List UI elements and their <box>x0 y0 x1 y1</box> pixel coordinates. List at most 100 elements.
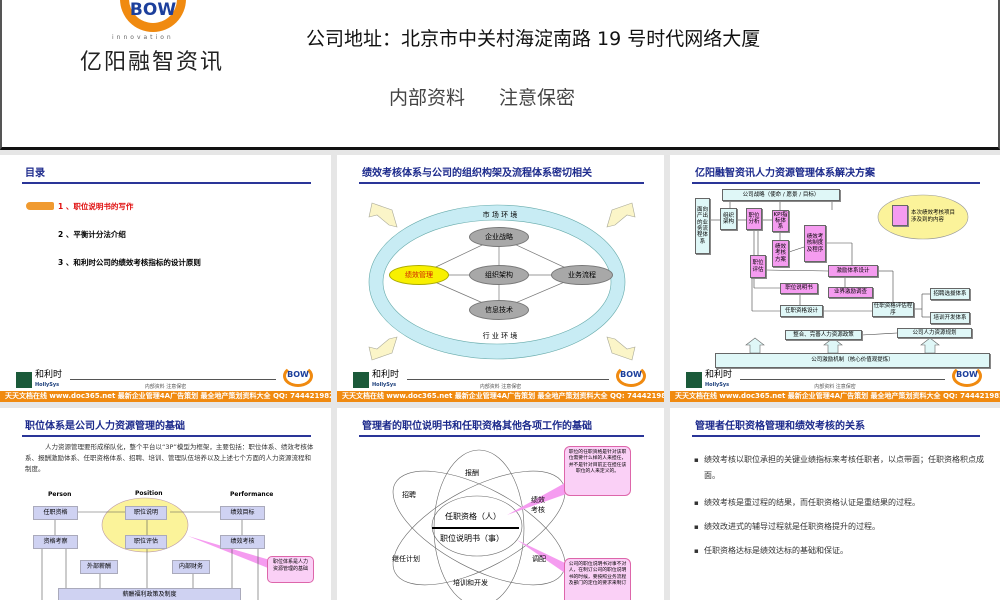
box-perf-review: 绩效考核 <box>220 535 265 549</box>
node-performance: 绩效管理 <box>389 265 449 285</box>
bullet-item: 绩效考核是重过程的结果，而任职资格认证是重结果的过程。 <box>694 495 920 511</box>
inward-arrow-icon <box>368 202 636 361</box>
column-person: Person <box>48 491 72 498</box>
box-job-eval: 职位评估 <box>125 535 167 549</box>
venn-diagram <box>392 449 569 600</box>
bullet-item: 任职资格达标是绩效达标的基础和保证。 <box>694 543 848 559</box>
slide-title: 管理者任职资格管理和绩效考核的关系 <box>695 421 865 432</box>
slide-title: 目录 <box>25 168 45 179</box>
up-arrow-icon <box>745 337 940 354</box>
title-divider <box>692 435 980 437</box>
legend-swatch <box>892 205 908 226</box>
label-recruit: 招聘 <box>402 491 416 499</box>
footer-band: 天天文档在线 www.doc365.net 最新企业管理4A广告策划 最全地产策… <box>337 391 664 402</box>
box-qual-eval: 任职资格评估程序 <box>872 302 914 317</box>
column-performance: Performance <box>230 491 274 498</box>
column-position: Position <box>135 490 163 497</box>
bow-logo-text: BOW <box>129 0 177 20</box>
address: 公司地址：北京市中关村海淀南路 19 号时代网络大厦 <box>306 28 761 50</box>
slide-title: 管理者的职位说明书和任职资格其他各项工作的基础 <box>362 421 592 432</box>
pointing-hand-icon <box>26 202 54 210</box>
footer-band: 天天文档在线 www.doc365.net 最新企业管理4A广告策划 最全地产策… <box>670 391 1000 402</box>
slide-qualification-performance[interactable]: 管理者任职资格管理和绩效考核的关系 绩效考核以职位承担的关键业绩指标来考核任职者… <box>670 408 1000 600</box>
internal-material: 内部资料 <box>389 87 466 109</box>
brand-tagline: innovation <box>112 34 174 41</box>
box-perf-plan: 绩效考核方案 <box>772 240 789 267</box>
bow-logo: BOW <box>952 365 982 387</box>
box-recruit: 招聘选拔体系 <box>930 288 970 300</box>
market-environment-label: 市 场 环 境 <box>482 211 518 219</box>
box-perf-goal: 绩效目标 <box>220 506 265 520</box>
box-jd: 职位说明书 <box>780 283 818 294</box>
slide-jd-qualification[interactable]: 管理者的职位说明书和任职资格其他各项工作的基础 报酬 招聘 绩效考核 继任计划 … <box>337 408 664 600</box>
label-transfer: 调配 <box>532 555 546 563</box>
box-external-pay: 外部薪酬 <box>80 560 118 574</box>
box-internal-finance: 内部财务 <box>172 560 210 574</box>
confidential-label: 内部资料 注意保密 <box>389 83 575 110</box>
callout-bottom: 公司的职位说明书对事不对人，在制订公司的职位说明书的时候，要按照业务流程及部门的… <box>564 558 631 600</box>
hollysys-logo-icon <box>686 372 702 388</box>
bullet-item: 绩效考核以职位承担的关键业绩指标来考核任职者，以点带面；任职资格积点成面。 <box>694 452 986 484</box>
slide-toc[interactable]: 目录 1 、职位说明书的写作 2 、平衡计分法介绍 3 、和利时公司的绩效考核指… <box>0 155 331 402</box>
title-divider <box>359 182 644 184</box>
box-training: 培训开发体系 <box>930 312 970 324</box>
box-kpi: KPI指标体系 <box>772 210 789 232</box>
toc-item[interactable]: 3 、和利时公司的绩效考核指标的设计原则 <box>58 258 201 267</box>
slide-org-structure[interactable]: 绩效考核体系与公司的组织构架及流程体系密切相关 市 场 环 境 行 业 环 境 … <box>337 155 664 402</box>
box-strategy: 公司战略（使命 / 愿景 / 目标） <box>722 189 840 201</box>
label-qualification: 任职资格（人） <box>445 512 501 521</box>
box-job-description: 职位说明 <box>125 506 167 520</box>
box-qual-design: 任职资格设计 <box>780 305 823 317</box>
title-divider <box>22 435 311 437</box>
slide-position-system[interactable]: 职位体系是公司人力资源管理的基础 人力资源管理要形成梯队化，整个平台以“3P”模… <box>0 408 331 600</box>
box-org: 组织架构 <box>720 208 737 230</box>
hollysys-logo-icon <box>353 372 369 388</box>
footer-line <box>407 379 609 380</box>
box-mechanism: 公司激励机制（核心价值观提炼） <box>715 353 990 368</box>
cover-slide: BOW innovation 亿阳融智资讯 公司地址：北京市中关村海淀南路 19… <box>0 0 1000 150</box>
box-policy: 整合、完善人力资源政策 <box>785 330 862 340</box>
footer-logo-sub: HollySys <box>705 382 730 388</box>
legend-text: 本次绩效考核项目涉及到的内容 <box>911 210 956 224</box>
box-qual-review: 资格考察 <box>33 535 78 549</box>
title-divider <box>359 435 644 437</box>
bullet-item: 绩效改进式的辅导过程就是任职资格提升的过程。 <box>694 519 880 535</box>
bow-logo: BOW <box>616 365 646 387</box>
intro-paragraph: 人力资源管理要形成梯队化，整个平台以“3P”模型为框架，主要包括：职位体系、绩效… <box>25 443 314 473</box>
node-org: 组织架构 <box>469 265 529 285</box>
box-perf-system: 绩效考核制度及程序 <box>804 225 826 262</box>
industry-environment-label: 行 业 环 境 <box>482 332 518 340</box>
label-perf: 绩效考核 <box>531 496 545 514</box>
box-hr-plan: 公司人力资源规划 <box>897 328 972 338</box>
node-process: 业务流程 <box>551 265 613 285</box>
node-strategy: 企业战略 <box>469 227 529 247</box>
box-process: 面向产出的业务流程体系 <box>695 198 710 254</box>
footer-logo-text: 和利时 <box>705 370 733 380</box>
footer-confidential: 内部资料 注意保密 <box>814 384 856 390</box>
box-compensation: 薪酬福利政策及制度 <box>58 588 241 600</box>
box-qualification: 任职资格 <box>33 506 78 520</box>
label-succession: 继任计划 <box>392 555 420 563</box>
footer-logo-text: 和利时 <box>35 370 63 380</box>
title-divider <box>22 182 311 184</box>
footer-line <box>740 379 945 380</box>
slide-hr-solution[interactable]: 亿阳融智资讯人力资源管理体系解决方案 公司战略（使命 / 愿景 / 目标） 面向… <box>670 155 1000 402</box>
slide-title: 职位体系是公司人力资源管理的基础 <box>25 421 185 432</box>
toc-item[interactable]: 2 、平衡计分法介绍 <box>58 230 126 239</box>
footer-band: 天天文档在线 www.doc365.net 最新企业管理4A广告策划 最全地产策… <box>0 391 331 402</box>
box-incentive: 激励体系设计 <box>828 265 878 277</box>
footer-confidential: 内部资料 注意保密 <box>479 384 522 390</box>
title-divider <box>692 182 980 184</box>
toc-item[interactable]: 1 、职位说明书的写作 <box>58 202 134 211</box>
slide-title: 绩效考核体系与公司的组织构架及流程体系密切相关 <box>362 168 592 179</box>
footer-logo-sub: HollySys <box>35 382 60 388</box>
footer-logo-sub: HollySys <box>372 382 397 388</box>
footer-line <box>70 379 276 380</box>
label-pay: 报酬 <box>465 469 479 477</box>
node-it: 信息技术 <box>469 300 529 320</box>
bow-logo: BOW <box>283 365 313 387</box>
hollysys-logo-icon <box>16 372 32 388</box>
label-job-description: 职位说明书（事） <box>440 534 504 543</box>
keep-confidential: 注意保密 <box>499 87 576 109</box>
box-survey: 业界激励调查 <box>828 287 873 298</box>
